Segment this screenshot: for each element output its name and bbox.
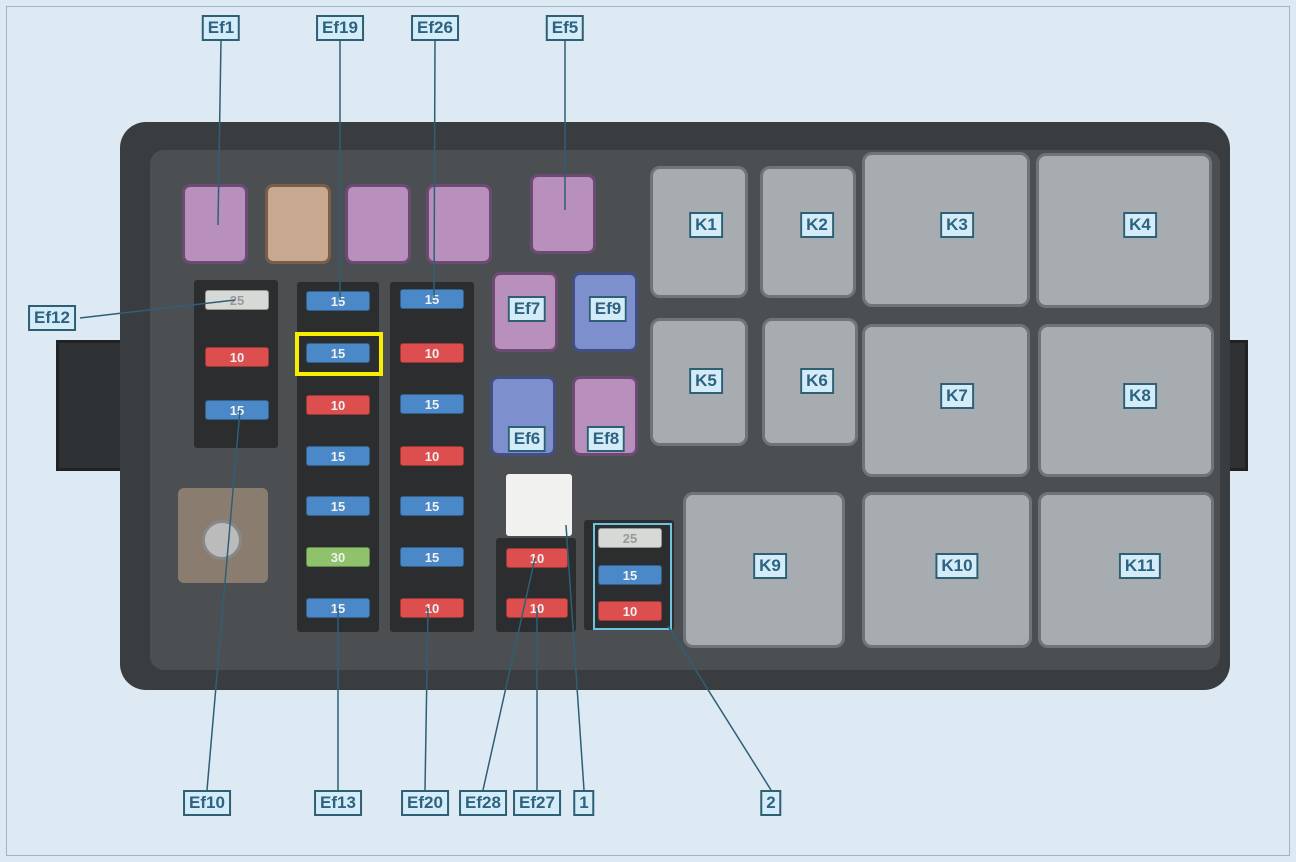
- label-ef6: Ef6: [507, 426, 547, 452]
- mini-fuse: 15: [306, 496, 370, 516]
- mini-fuse-ef12: 25: [205, 290, 269, 310]
- label-ef7: Ef7: [507, 296, 547, 322]
- label-ef26: Ef26: [411, 15, 459, 41]
- mini-fuse: 15: [400, 547, 464, 567]
- mini-fuse: 25: [598, 528, 662, 548]
- mini-fuse: 10: [205, 347, 269, 367]
- component-1: [506, 474, 572, 536]
- relay-k1: [650, 166, 748, 298]
- label-ef1: Ef1: [201, 15, 241, 41]
- mini-fuse-highlighted: 15: [306, 343, 370, 363]
- label-k7: K7: [940, 383, 974, 409]
- mini-fuse-ef19: 15: [306, 291, 370, 311]
- label-1: 1: [573, 790, 595, 816]
- mini-fuse-ef20: 10: [400, 598, 464, 618]
- maxi-fuse-ef1: [182, 184, 248, 264]
- mini-fuse: 15: [306, 446, 370, 466]
- mini-fuse: 10: [400, 446, 464, 466]
- label-ef8: Ef8: [586, 426, 626, 452]
- mini-fuse: 30: [306, 547, 370, 567]
- label-ef28: Ef28: [459, 790, 507, 816]
- frame: [6, 6, 1290, 856]
- maxi-fuse: [426, 184, 492, 264]
- mini-fuse: 10: [598, 601, 662, 621]
- label-ef13: Ef13: [314, 790, 362, 816]
- maxi-fuse-ef5: [530, 174, 596, 254]
- label-2: 2: [760, 790, 782, 816]
- maxi-fuse: [345, 184, 411, 264]
- label-k9: K9: [753, 553, 787, 579]
- label-k8: K8: [1123, 383, 1157, 409]
- mount-tab-left: [56, 340, 132, 471]
- label-ef12: Ef12: [28, 305, 76, 331]
- mini-fuse: 15: [400, 394, 464, 414]
- label-k5: K5: [689, 368, 723, 394]
- label-ef27: Ef27: [513, 790, 561, 816]
- bolt-icon: [202, 520, 242, 560]
- label-k10: K10: [935, 553, 979, 579]
- label-ef19: Ef19: [316, 15, 364, 41]
- relay-k4: [1036, 153, 1212, 308]
- mini-fuse: 10: [400, 343, 464, 363]
- group-2-outline: [593, 523, 672, 630]
- label-k1: K1: [689, 212, 723, 238]
- label-ef20: Ef20: [401, 790, 449, 816]
- highlight-box: [295, 332, 383, 376]
- label-k2: K2: [800, 212, 834, 238]
- label-k6: K6: [800, 368, 834, 394]
- maxi-fuse: [265, 184, 331, 264]
- label-ef10: Ef10: [183, 790, 231, 816]
- label-ef5: Ef5: [545, 15, 585, 41]
- label-k3: K3: [940, 212, 974, 238]
- mini-fuse: 15: [598, 565, 662, 585]
- mini-fuse-ef26: 15: [400, 289, 464, 309]
- mini-fuse-ef10: 15: [205, 400, 269, 420]
- label-ef9: Ef9: [588, 296, 628, 322]
- label-k11: K11: [1118, 553, 1162, 579]
- mini-fuse: 10: [306, 395, 370, 415]
- mini-fuse: 15: [400, 496, 464, 516]
- label-k4: K4: [1123, 212, 1157, 238]
